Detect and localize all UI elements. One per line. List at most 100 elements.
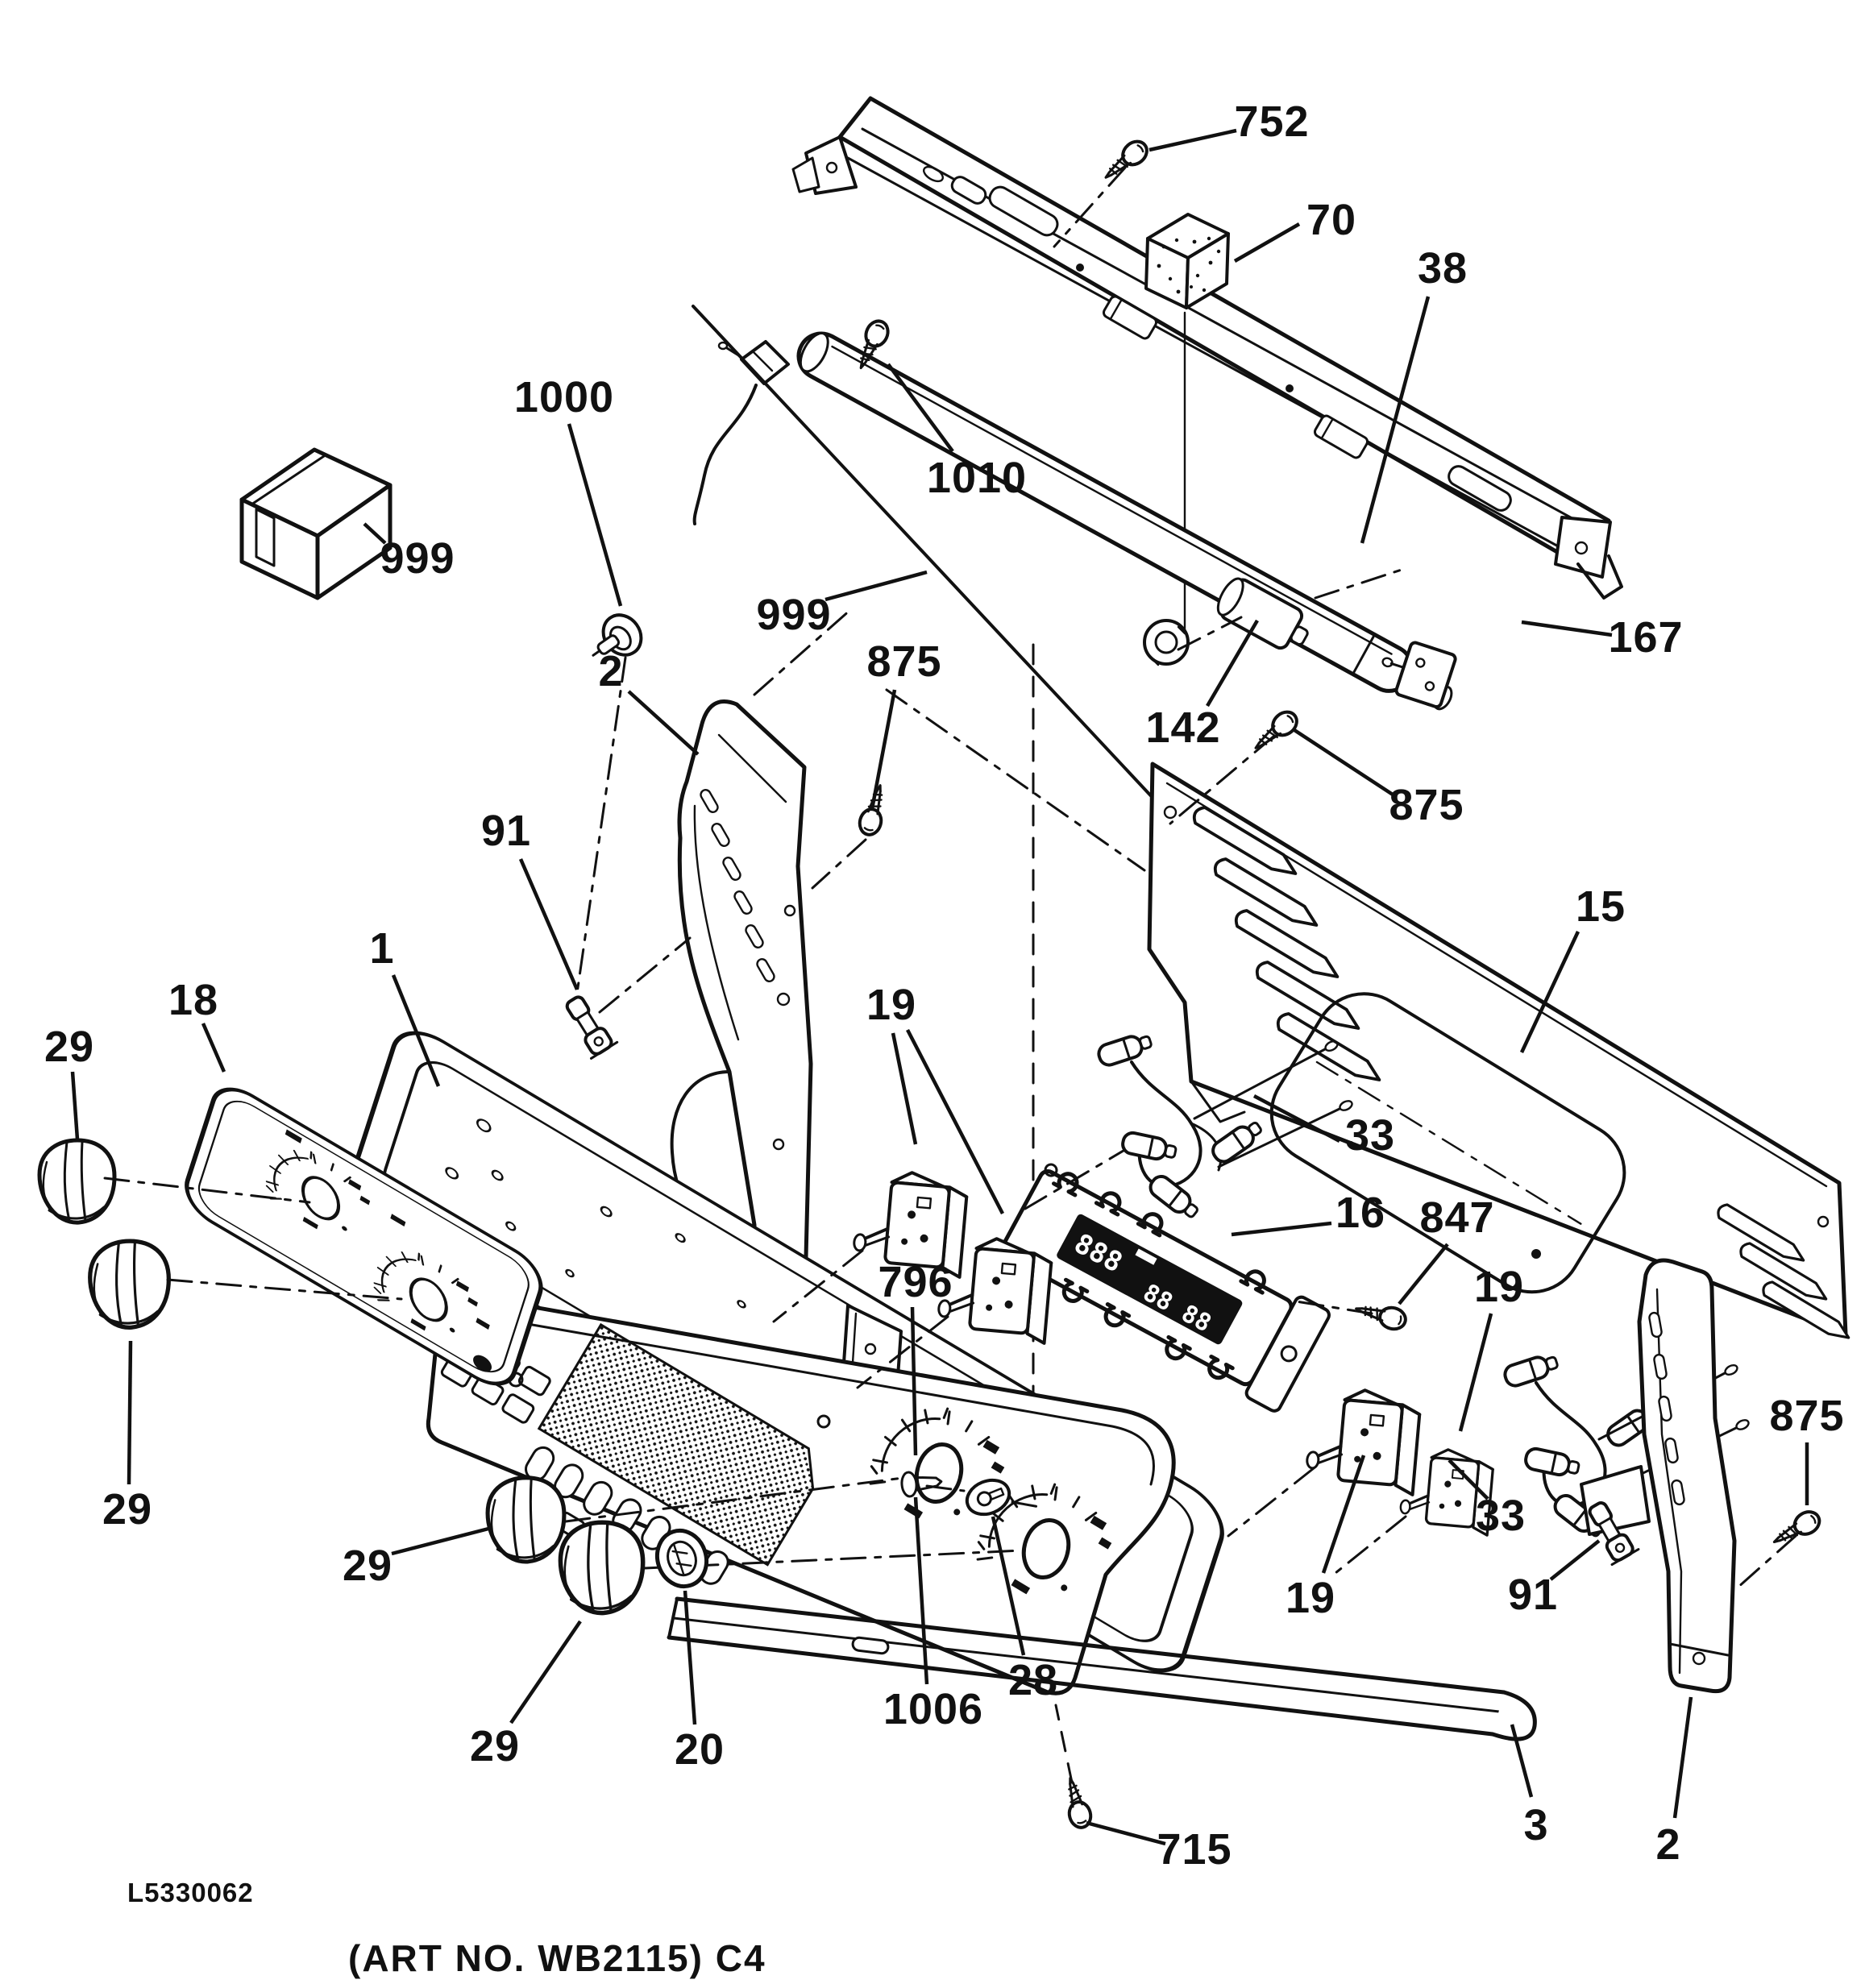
foam-block-70 — [1144, 213, 1230, 635]
part-label-1-14: 1 — [369, 924, 394, 973]
leader-line-20-27 — [683, 1590, 697, 1725]
leader-line-1010-4 — [887, 363, 954, 453]
leader-line-29-16 — [70, 1071, 80, 1140]
part-label-1000-3: 1000 — [514, 373, 614, 421]
leader-line-2-8 — [627, 690, 700, 756]
part-label-18-15: 18 — [168, 976, 218, 1024]
part-label-19-30: 19 — [1286, 1574, 1335, 1622]
leader-line-29-25 — [391, 1525, 492, 1556]
part-label-1006-28: 1006 — [883, 1685, 983, 1733]
part-label-91-32: 91 — [1508, 1571, 1558, 1619]
lower-trim-3 — [667, 1596, 1537, 1741]
leader-line-796-23 — [910, 1306, 918, 1456]
part-label-3-34: 3 — [1523, 1801, 1548, 1849]
part-label-875-22: 875 — [1769, 1392, 1844, 1440]
screw-1006 — [900, 1471, 943, 1498]
part-label-29-24: 29 — [102, 1485, 152, 1534]
wire-harness-33-a — [1094, 1029, 1353, 1224]
part-label-15-12: 15 — [1576, 882, 1626, 931]
knob-29-d — [560, 1522, 642, 1612]
part-label-91-13: 91 — [481, 807, 531, 855]
leader-line-91-13 — [518, 858, 579, 990]
leader-line-847-20 — [1398, 1243, 1449, 1305]
control-panel-frame-1 — [352, 1031, 1224, 1695]
part-label-33-18: 33 — [1345, 1111, 1395, 1160]
leader-line-38-2 — [1360, 296, 1431, 544]
clip-91-left — [558, 990, 619, 1060]
leader-line-70-1 — [1233, 222, 1301, 263]
knob-29-c — [488, 1478, 564, 1562]
leader-line-1006-28 — [913, 1496, 929, 1685]
faceplate-18 — [185, 1087, 543, 1386]
knob-29-a — [39, 1140, 114, 1222]
part-label-29-26: 29 — [470, 1722, 520, 1770]
leader-line-33-18 — [1252, 1094, 1341, 1143]
leader-line-19-17 — [891, 1032, 918, 1145]
part-label-28-29: 28 — [1008, 1656, 1058, 1704]
part-label-1010-4: 1010 — [927, 454, 1027, 502]
part-label-999-5: 999 — [380, 534, 455, 583]
parts-box-999 — [239, 447, 393, 600]
screw-752 — [1097, 135, 1153, 188]
leader-line-19-21 — [1458, 1313, 1493, 1432]
rear-panel-15 — [1147, 762, 1855, 1346]
part-label-875-9: 875 — [866, 637, 941, 686]
leader-line-2-35 — [1672, 1696, 1693, 1819]
leader-line-999-5 — [363, 522, 387, 545]
leader-line-16-19 — [1231, 1221, 1332, 1237]
leader-line-1000-3 — [567, 423, 623, 607]
starter-142 — [1143, 567, 1406, 666]
part-label-33-31: 33 — [1476, 1492, 1526, 1540]
part-label-796-23: 796 — [878, 1258, 953, 1306]
art-number: (ART NO. WB2115) C4 — [348, 1937, 766, 1979]
leader-line-29-26 — [509, 1620, 582, 1724]
leader-line-3-34 — [1510, 1724, 1534, 1798]
part-label-29-16: 29 — [44, 1023, 94, 1071]
part-label-142-10: 142 — [1145, 703, 1220, 752]
lamp-wire — [692, 384, 758, 525]
part-label-20-27: 20 — [675, 1725, 725, 1774]
part-label-70-1: 70 — [1306, 196, 1356, 244]
leader-line-29-24 — [127, 1340, 133, 1485]
glass-overlay — [426, 1290, 1176, 1695]
part-label-19-17: 19 — [866, 981, 916, 1029]
part-label-2-35: 2 — [1655, 1820, 1680, 1869]
leader-line-875-11 — [1293, 728, 1394, 796]
switch-19-c — [1303, 1384, 1423, 1496]
fastener-1000 — [592, 613, 643, 657]
screw-875-b — [1247, 705, 1303, 758]
part-label-875-11: 875 — [1389, 781, 1464, 829]
leader-line-19-30 — [1321, 1455, 1366, 1574]
part-label-167-7: 167 — [1608, 613, 1683, 662]
part-label-752-0: 752 — [1234, 98, 1309, 146]
doc-number: L5330062 — [127, 1878, 254, 1907]
axis-752 — [1053, 166, 1127, 248]
part-label-19-21: 19 — [1474, 1263, 1524, 1311]
part-label-16-19: 16 — [1335, 1189, 1385, 1237]
leader-line-18-15 — [201, 1023, 226, 1073]
leader-line-1-14 — [391, 974, 441, 1087]
leader-line-715-33 — [1086, 1820, 1166, 1846]
mounting-channel-38 — [791, 96, 1623, 600]
screw-875-c — [1767, 1505, 1826, 1553]
leader-line-33-31 — [1448, 1459, 1489, 1500]
lamp-socket-167 — [1381, 641, 1457, 709]
part-label-715-33: 715 — [1157, 1825, 1232, 1874]
part-label-999-6: 999 — [756, 591, 831, 639]
part-label-29-25: 29 — [343, 1542, 393, 1590]
leader-line-752-0 — [1148, 128, 1237, 152]
leader-line-875-9 — [870, 689, 897, 810]
leader-line-19-17 — [906, 1028, 1004, 1215]
part-label-847-20: 847 — [1419, 1193, 1494, 1242]
disc-20 — [654, 1528, 709, 1589]
end-bracket-2-right — [1580, 1258, 1737, 1694]
clock-control-16: 888 88 88 — [995, 1163, 1331, 1413]
leader-line-28-29 — [991, 1516, 1026, 1656]
leader-line-91-32 — [1549, 1539, 1601, 1581]
leader-line-999-6 — [825, 570, 928, 602]
axis-1000 — [572, 656, 627, 1017]
part-label-2-8: 2 — [598, 647, 623, 695]
